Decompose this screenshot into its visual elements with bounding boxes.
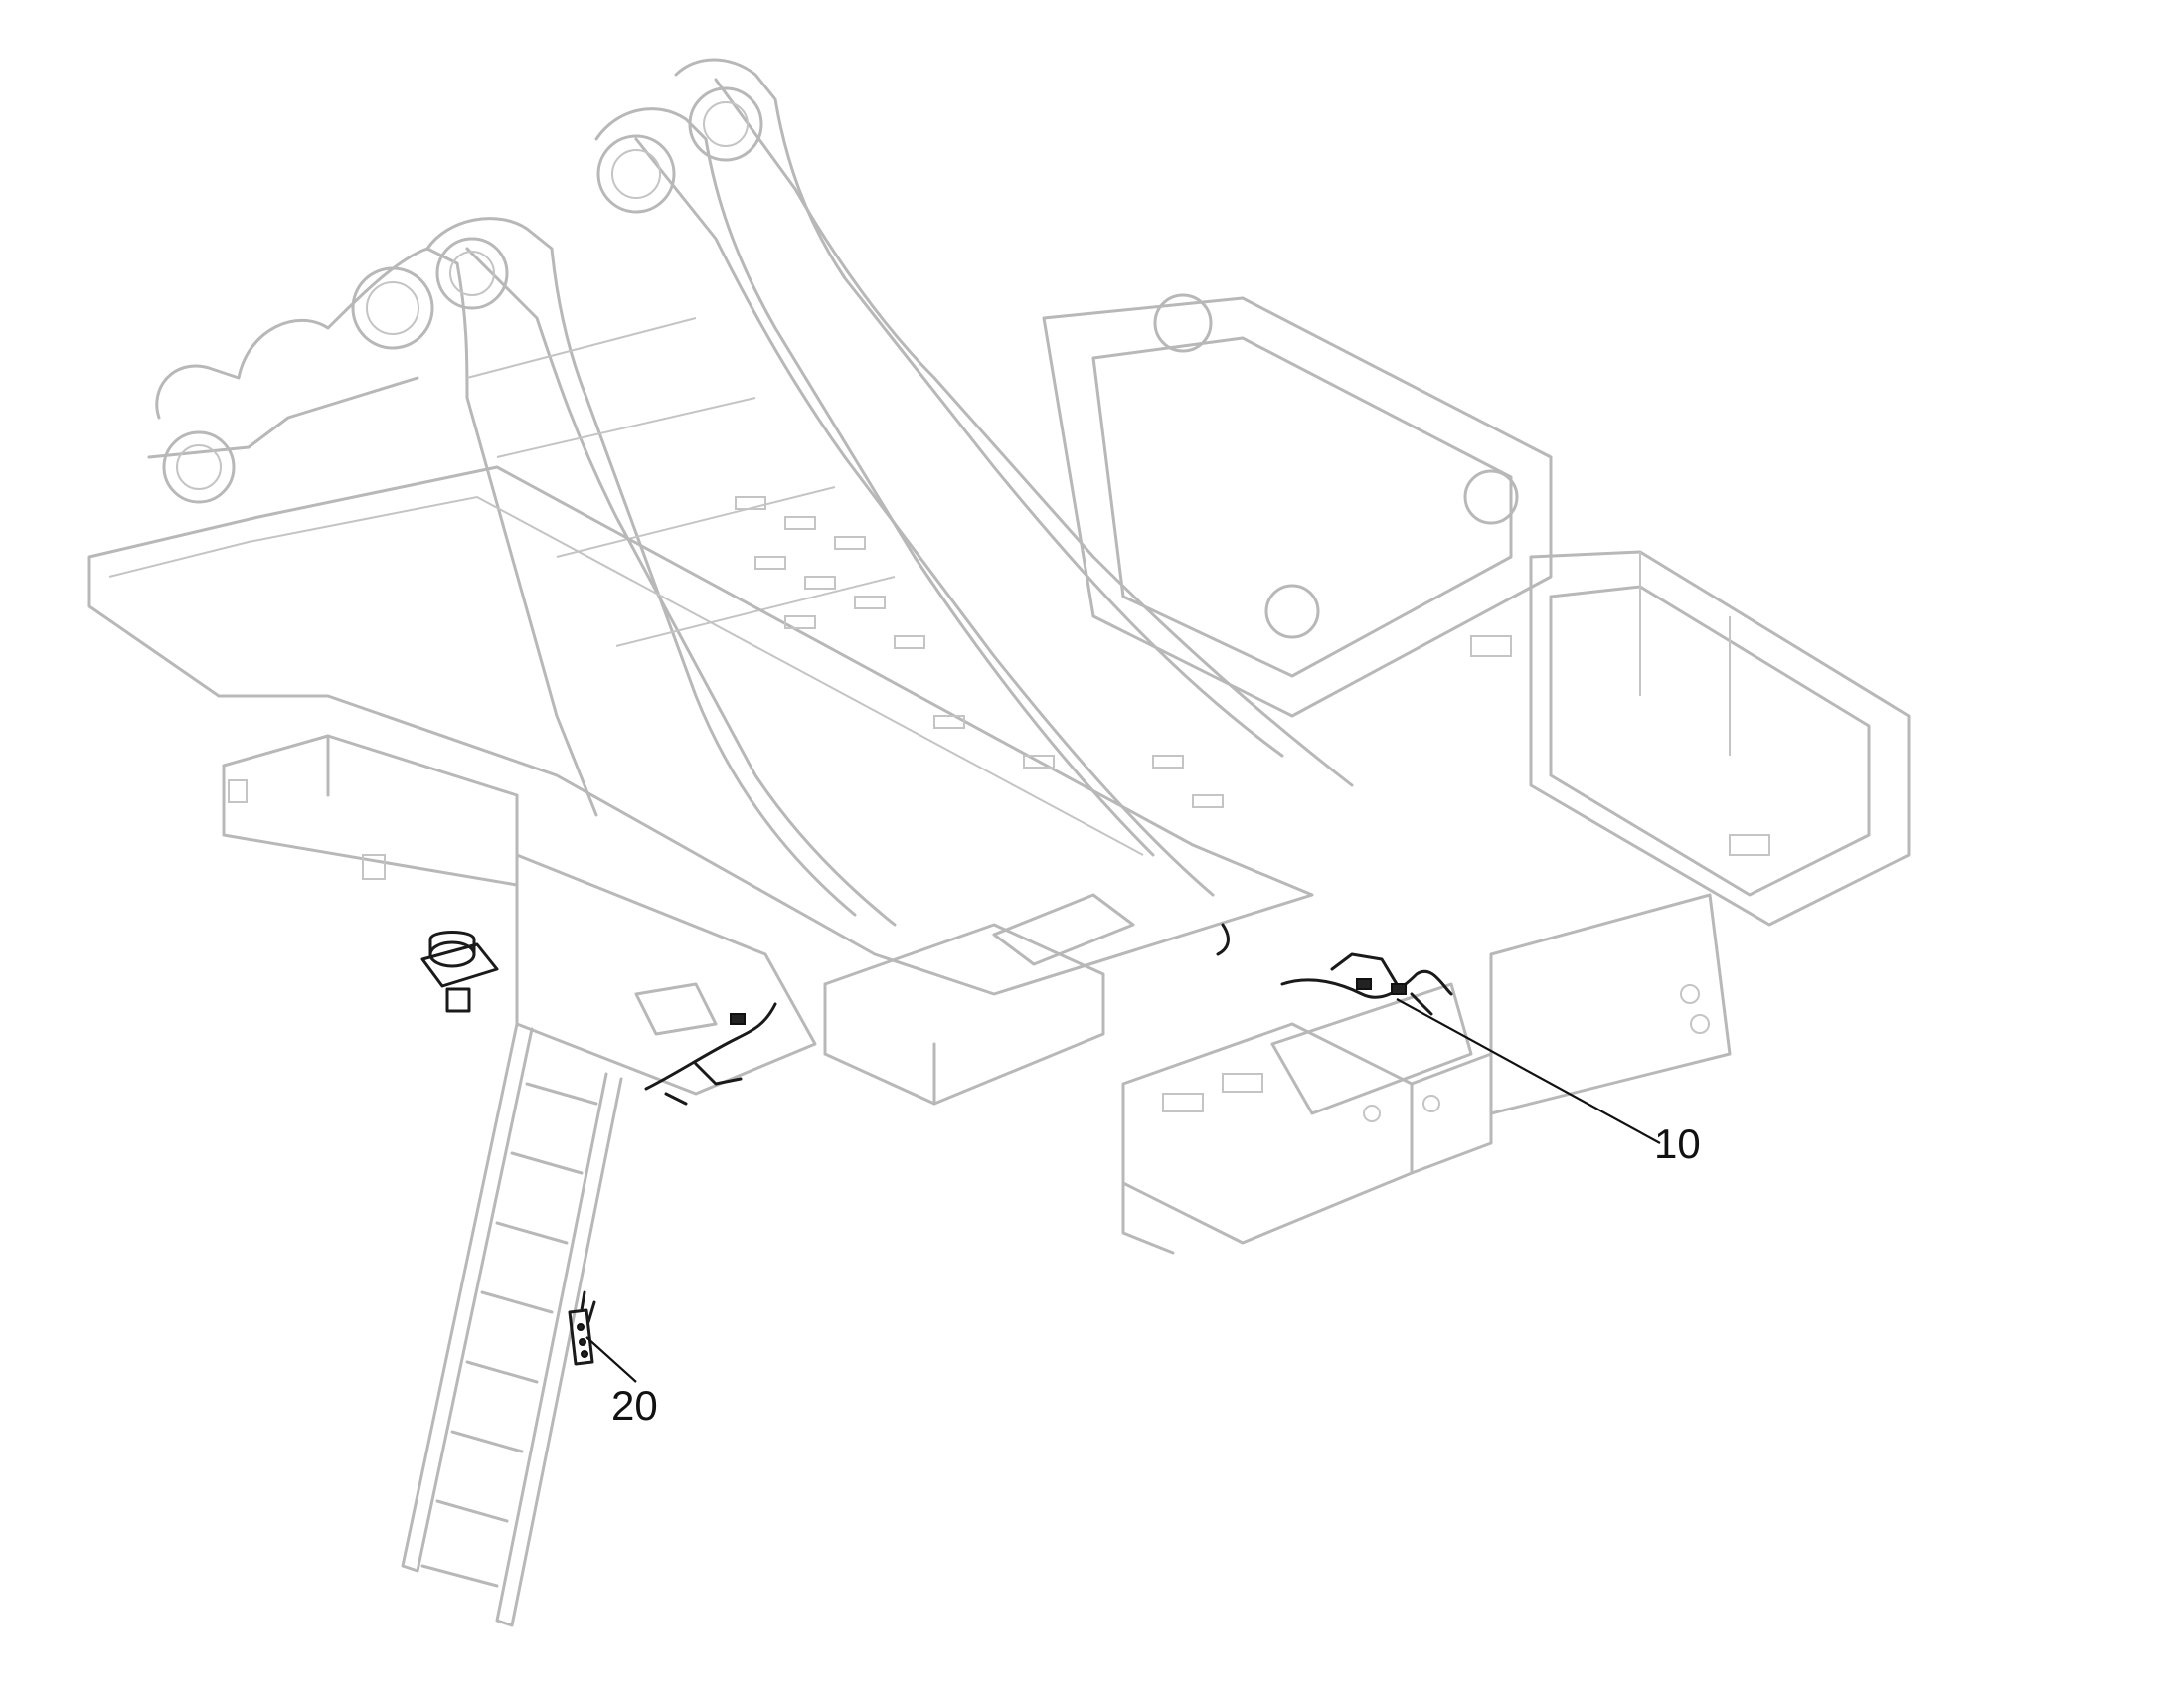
platform-harness[interactable] <box>644 1002 777 1106</box>
boom-arms <box>147 58 1354 927</box>
chassis-deck <box>87 465 1314 1096</box>
callout-10: 10 <box>1396 998 1701 1167</box>
rear-frame <box>1042 293 1911 927</box>
beacon-lamp-assembly[interactable] <box>420 931 499 1013</box>
ladder <box>401 1022 623 1627</box>
part-20-ladder-switch[interactable] <box>568 1290 596 1366</box>
leader-line-10 <box>1396 998 1661 1144</box>
part-10-harness[interactable] <box>1216 923 1453 1016</box>
callout-20: 20 <box>585 1336 658 1429</box>
callout-label-20: 20 <box>611 1382 658 1429</box>
front-beams <box>823 893 1732 1255</box>
leader-line-20 <box>585 1336 637 1383</box>
callout-label-10: 10 <box>1654 1120 1701 1167</box>
